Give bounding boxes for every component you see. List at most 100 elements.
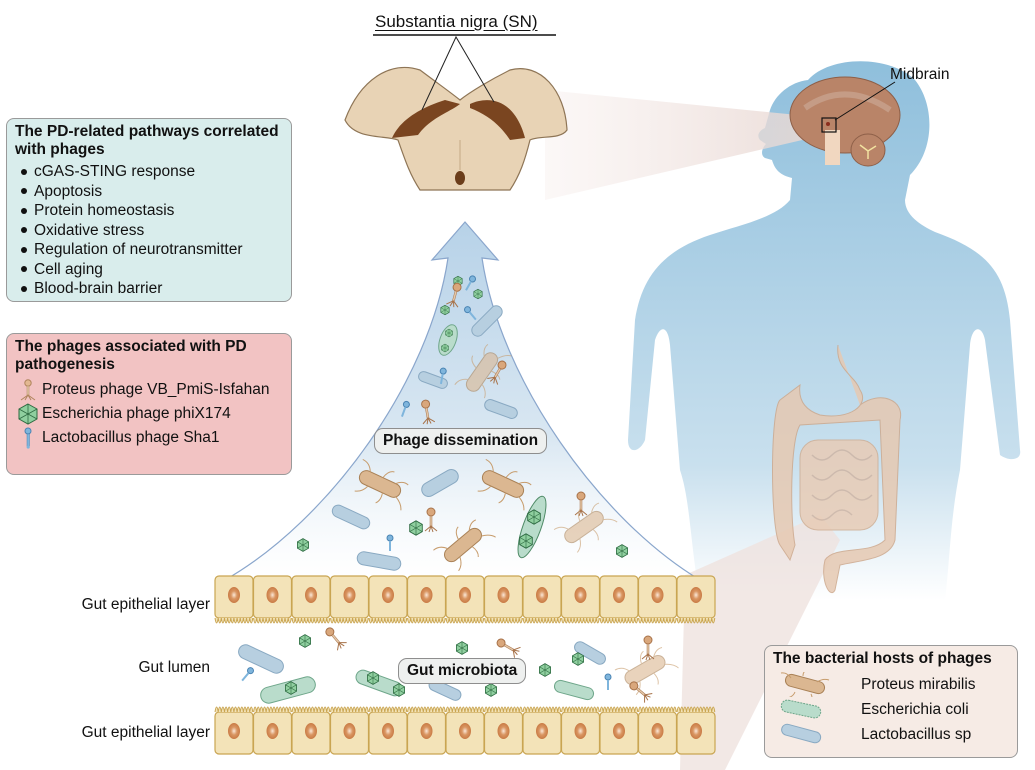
rod-phage-icon (439, 367, 447, 385)
pathways-list: cGAS-STING response Apoptosis Protein ho… (15, 162, 283, 299)
tailed-phage-icon (20, 379, 36, 401)
lactobacillus (484, 399, 518, 419)
phage-label: Proteus phage VB_PmiS-Isfahan (42, 381, 270, 398)
epithelial-cell (483, 706, 524, 755)
phage-dissemination-label: Phage dissemination (374, 428, 548, 454)
proteus-bacterium (553, 502, 618, 553)
pathway-label: cGAS-STING response (34, 163, 196, 180)
list-item: Cell aging (21, 260, 283, 280)
substantia-nigra-label: Substantia nigra (SN) (375, 12, 538, 31)
list-item: Blood-brain barrier (21, 279, 283, 299)
epithelial-cell (214, 575, 254, 624)
icosahedral-phage-icon (298, 634, 312, 648)
bullet-icon (21, 266, 27, 273)
list-item: Protein homeostasis (21, 201, 283, 221)
rod-phage-icon (465, 275, 476, 291)
icosahedral-phage-icon (571, 652, 585, 666)
dissemination-arrow (222, 221, 703, 581)
epithelial-cell (445, 575, 485, 624)
phages-box: The phages associated with PD pathogenes… (6, 333, 292, 475)
tailed-phage-icon (487, 360, 507, 385)
rod-phage-icon (241, 667, 254, 682)
list-item: Proteus mirabilis (773, 672, 1009, 697)
rod-phage-icon (464, 306, 477, 321)
brain-illustration (789, 76, 901, 167)
proteus-bacterium (354, 458, 409, 511)
list-item: Escherichia coli (773, 697, 1009, 722)
icosahedral-phage-icon (527, 509, 541, 525)
epithelial-cell (406, 575, 447, 624)
list-item: Oxidative stress (21, 221, 283, 241)
bullet-icon (21, 227, 27, 234)
pathway-label: Cell aging (34, 260, 103, 278)
epithelial-cell (637, 706, 678, 755)
phages-title: The phages associated with PD pathogenes… (15, 338, 247, 373)
epithelial-cell (599, 575, 639, 624)
icosahedral-phage-icon (441, 343, 449, 353)
list-item: cGAS-STING response (21, 162, 283, 182)
bullet-icon (21, 207, 27, 214)
host-label: Escherichia coli (861, 700, 969, 718)
epithelial-cell (291, 706, 331, 755)
bullet-icon (21, 246, 27, 253)
tailed-phage-icon (574, 491, 588, 517)
gut-projection-beam (680, 515, 840, 770)
host-label: Proteus mirabilis (861, 675, 976, 693)
epithelial-cell (522, 575, 562, 624)
epithelial-cell (483, 575, 524, 624)
epithelial-cell (329, 575, 370, 624)
icosahedral-phage-icon (409, 520, 423, 536)
intestines-illustration (772, 344, 902, 593)
rod-phage-icon (24, 427, 32, 449)
tailed-phage-icon (629, 681, 653, 703)
tailed-phage-icon (421, 399, 436, 425)
epithelial-layer-bottom (214, 706, 716, 755)
tailed-phage-icon (496, 638, 521, 658)
bullet-icon (21, 168, 27, 175)
list-item: Apoptosis (21, 182, 283, 202)
epithelial-cell (406, 706, 447, 755)
pathway-label: Blood-brain barrier (34, 280, 163, 297)
proteus-bacterium (454, 343, 512, 399)
pathway-label: Oxidative stress (34, 221, 145, 239)
epithelial-cell (368, 575, 408, 624)
pathway-label: Regulation of neurotransmitter (34, 241, 243, 258)
gut-lumen-label: Gut lumen (138, 659, 210, 676)
bacillus-green-icon (780, 699, 822, 719)
phage-label: Escherichia phage phiX174 (42, 405, 231, 422)
human-body-silhouette (628, 61, 1021, 600)
epithelial-cell (329, 706, 370, 755)
tailed-phage-icon (424, 507, 438, 533)
epithelial-cell (560, 706, 601, 755)
bullet-icon (21, 188, 27, 195)
epithelial-cell (252, 575, 293, 624)
proteus-bacterium (433, 519, 496, 572)
list-item: Proteus phage VB_PmiS-Isfahan (17, 378, 283, 402)
ecoli (553, 679, 595, 701)
rod-phage-icon (604, 673, 612, 690)
icosahedral-phage-icon (538, 663, 552, 677)
rod-phage-icon (401, 400, 410, 417)
lactobacillus (471, 305, 503, 337)
list-item: Lactobacillus phage Sha1 (17, 426, 283, 450)
icosahedral-phage-icon (473, 288, 483, 300)
flagellated-bacterium-icon (780, 672, 830, 697)
epithelial-cell (637, 575, 678, 624)
icosahedral-phage-icon (455, 641, 469, 655)
proteus-bacterium (614, 646, 679, 696)
icosahedral-phage-icon (615, 544, 629, 558)
epithelial-cell (214, 706, 254, 755)
rod-phage-icon (386, 534, 394, 551)
substantia-nigra-illustration (344, 34, 568, 191)
microbes-group (238, 275, 679, 704)
midbrain-label: Midbrain (890, 66, 950, 83)
tailed-phage-icon (446, 282, 462, 308)
icosahedral-phage-icon (392, 683, 406, 697)
icosahedral-phage-icon (519, 533, 533, 549)
gut-epithelial-top-label: Gut epithelial layer (81, 596, 210, 613)
lactobacillus (238, 644, 284, 674)
icosahedral-phage-icon (440, 304, 450, 316)
pathway-label: Apoptosis (34, 182, 103, 200)
hosts-box: The bacterial hosts of phages Proteus mi… (764, 645, 1018, 758)
icosahedral-phage-icon (484, 683, 498, 697)
